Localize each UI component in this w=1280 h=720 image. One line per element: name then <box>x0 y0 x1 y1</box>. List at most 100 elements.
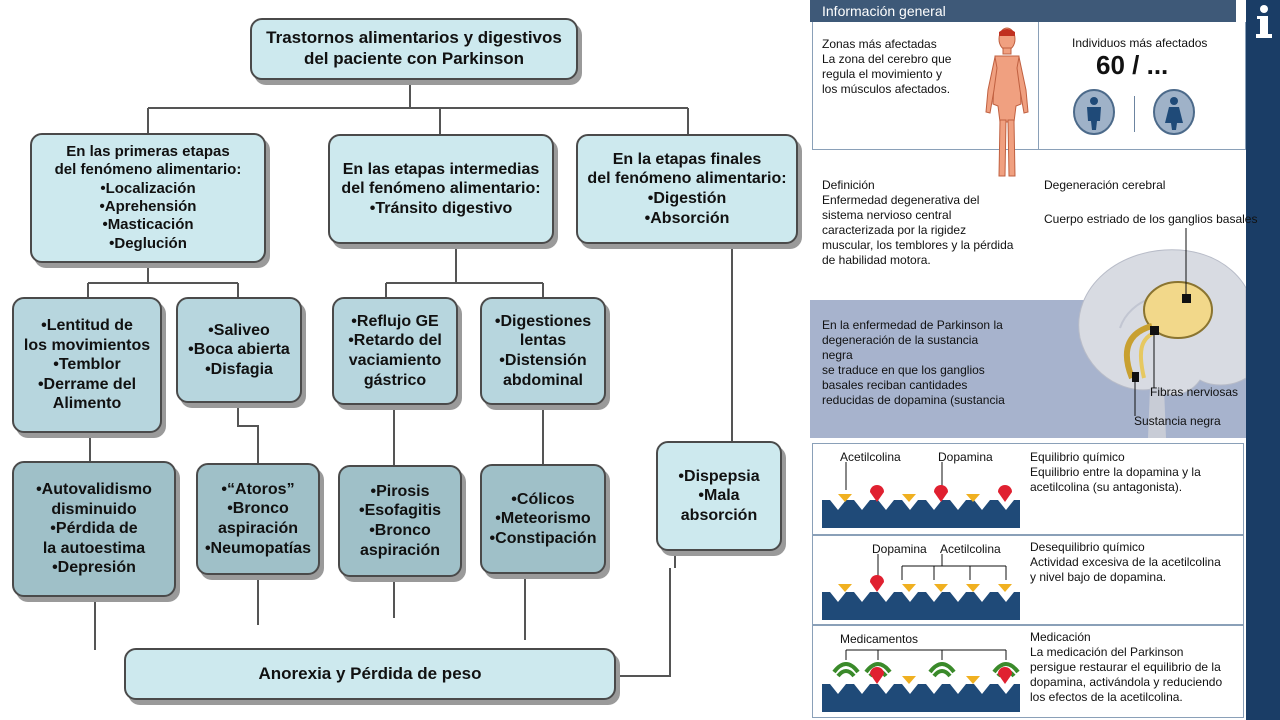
outcome-box: Anorexia y Pérdida de peso <box>124 648 616 700</box>
symptom-line: •Lentitud de <box>41 317 133 335</box>
connector-lines <box>87 80 733 677</box>
consequence-line: •Bronco <box>227 500 289 518</box>
symptom-box-saliva: •Saliveo •Boca abierta •Disfagia <box>176 297 302 403</box>
brain-illustration <box>1078 228 1246 438</box>
consequence-line: aspiración <box>359 541 441 559</box>
female-figure-icon <box>1153 89 1195 135</box>
stage-middle-line: •Tránsito digestivo <box>369 199 513 217</box>
parkinson-line: En la enfermedad de Parkinson la <box>822 318 1003 332</box>
flowchart: Trastornos alimentarios y digestivos del… <box>12 18 798 700</box>
stage-early-line: del fenómeno alimentario: <box>54 161 242 179</box>
medication-line: dopamina, activándola y reduciendo <box>1030 675 1223 689</box>
info-icon[interactable] <box>1250 2 1278 42</box>
consequence-line: •Depresión <box>52 559 136 577</box>
definition-line: Enfermedad degenerativa del <box>822 193 980 207</box>
imbalance-text: Desequilibrio químico Actividad excesiva… <box>1030 540 1221 585</box>
symptom-line: •Saliveo <box>208 321 270 339</box>
symptom-line: •Temblor <box>53 356 121 374</box>
medication-label: Medicamentos <box>840 632 919 646</box>
symptom-line: lentas <box>519 332 567 350</box>
stage-early-line: En las primeras etapas <box>66 143 230 161</box>
symptom-box-digestion: •Digestiones lentas •Distensión abdomina… <box>480 297 606 405</box>
dopamine-label: Dopamina <box>938 450 993 464</box>
symptom-line: •Reflujo GE <box>351 312 439 330</box>
definition-line: sistema nervioso central <box>822 208 952 222</box>
consequence-line: •“Atoros” <box>221 480 295 498</box>
zones-line: Zonas más afectadas <box>822 37 937 51</box>
info-panel: Información general Zonas más afectadas … <box>810 0 1280 720</box>
acetylcholine-label-2: Acetilcolina <box>940 542 1001 556</box>
zones-line: regula el movimiento y <box>822 67 943 81</box>
symptom-line: Alimento <box>52 395 122 413</box>
male-figure-icon <box>1073 89 1115 135</box>
panel-divider <box>1038 22 1039 150</box>
root-line-1: Trastornos alimentarios y digestivos <box>266 28 562 48</box>
consequence-line: •Dispepsia <box>678 467 760 485</box>
medication-line: La medicación del Parkinson <box>1030 645 1184 659</box>
symptom-line: los movimientos <box>23 336 151 354</box>
zones-line: los músculos afectados. <box>822 82 951 96</box>
symptom-line: •Distensión <box>499 352 587 369</box>
degeneration-title: Degeneración cerebral <box>1044 178 1166 192</box>
balance-receptors <box>822 462 1020 528</box>
definition-line: de habilidad motora. <box>822 253 931 267</box>
consequence-line: absorción <box>680 506 758 524</box>
consequence-box-pyrosis: •Pirosis •Esofagitis •Bronco aspiración <box>338 465 462 577</box>
stage-early-line: •Aprehensión <box>99 198 197 215</box>
medication-text: Medicación La medicación del Parkinson p… <box>1030 630 1222 705</box>
stage-middle-line: En las etapas intermedias <box>342 160 540 178</box>
parkinson-line: reducidas de dopamina (sustancia <box>822 393 1005 407</box>
imbalance-line: y nivel bajo de dopamina. <box>1030 570 1167 584</box>
human-body-icon <box>985 27 1029 177</box>
consequence-box-dyspepsia: •Dispepsia •Mala absorción <box>656 441 782 551</box>
symptom-line: •Digestiones <box>494 312 592 330</box>
medication-receptors <box>822 649 1020 712</box>
consequence-line: •Mala <box>698 487 740 505</box>
medication-line: persigue restaurar el equilibrio de la <box>1030 660 1221 674</box>
balance-line: Equilibrio entre la dopamina y la <box>1030 465 1201 479</box>
symptom-box-movement: •Lentitud de los movimientos •Temblor •D… <box>12 297 162 433</box>
definition-line: caracterizada por la rigidez <box>822 223 967 237</box>
consequence-box-colic: •Cólicos •Meteorismo •Constipación <box>480 464 606 574</box>
consequence-line: •Autovalidismo <box>36 481 152 499</box>
parkinson-line: se traduce en que los ganglios <box>822 363 985 377</box>
symptom-line: abdominal <box>502 371 583 389</box>
consequence-line: •Constipación <box>489 529 597 547</box>
definition-text: Definición Enfermedad degenerativa del s… <box>822 178 1013 268</box>
consequence-line: •Neumopatías <box>204 539 312 557</box>
consequence-line: •Esofagitis <box>358 502 442 520</box>
parkinson-text: En la enfermedad de Parkinson la degener… <box>822 318 1005 408</box>
symptom-line: •Boca abierta <box>188 341 290 359</box>
medication-title: Medicación <box>1030 630 1091 644</box>
definition-line: muscular, los temblores y la pérdida <box>822 238 1014 252</box>
stage-early-line: •Masticación <box>102 216 194 234</box>
zones-line: La zona del cerebro que <box>822 52 952 66</box>
info-sidebar <box>1246 0 1280 720</box>
symptom-line: gástrico <box>363 371 427 389</box>
outcome-text: Anorexia y Pérdida de peso <box>258 663 482 683</box>
imbalance-title: Desequilibrio químico <box>1030 540 1145 554</box>
balance-title: Equilibrio químico <box>1030 450 1125 464</box>
parkinson-line: basales reciban cantidades <box>822 378 968 392</box>
stage-middle-line: del fenómeno alimentario: <box>341 180 541 198</box>
imbalance-receptors <box>822 554 1020 620</box>
symptom-line: •Derrame del <box>37 375 137 393</box>
individuals-value: 60 / ... <box>1096 50 1169 80</box>
imbalance-line: Actividad excesiva de la acetilcolina <box>1030 555 1221 569</box>
symptom-line: •Disfagia <box>205 360 273 378</box>
stage-final-line: del fenómeno alimentario: <box>587 170 787 188</box>
consequence-box-selfesteem: •Autovalidismo disminuido •Pérdida de la… <box>12 461 176 597</box>
consequence-box-aspiration: •“Atoros” •Bronco aspiración •Neumopatía… <box>196 463 320 575</box>
zones-text: Zonas más afectadas La zona del cerebro … <box>822 37 951 97</box>
stage-early-box: En las primeras etapas del fenómeno alim… <box>30 133 266 263</box>
stage-final-box: En la etapas finales del fenómeno alimen… <box>576 134 798 244</box>
label-fibers: Fibras nerviosas <box>1150 385 1239 399</box>
consequence-line: aspiración <box>217 520 299 537</box>
consequence-line: disminuido <box>51 500 137 518</box>
stage-final-line: •Absorción <box>644 209 730 227</box>
balance-line: acetilcolina (su antagonista). <box>1030 480 1183 494</box>
acetylcholine-label: Acetilcolina <box>840 450 901 464</box>
definition-line: Definición <box>822 178 875 192</box>
consequence-line: •Meteorismo <box>495 510 591 528</box>
balance-text: Equilibrio químico Equilibrio entre la d… <box>1030 450 1201 495</box>
